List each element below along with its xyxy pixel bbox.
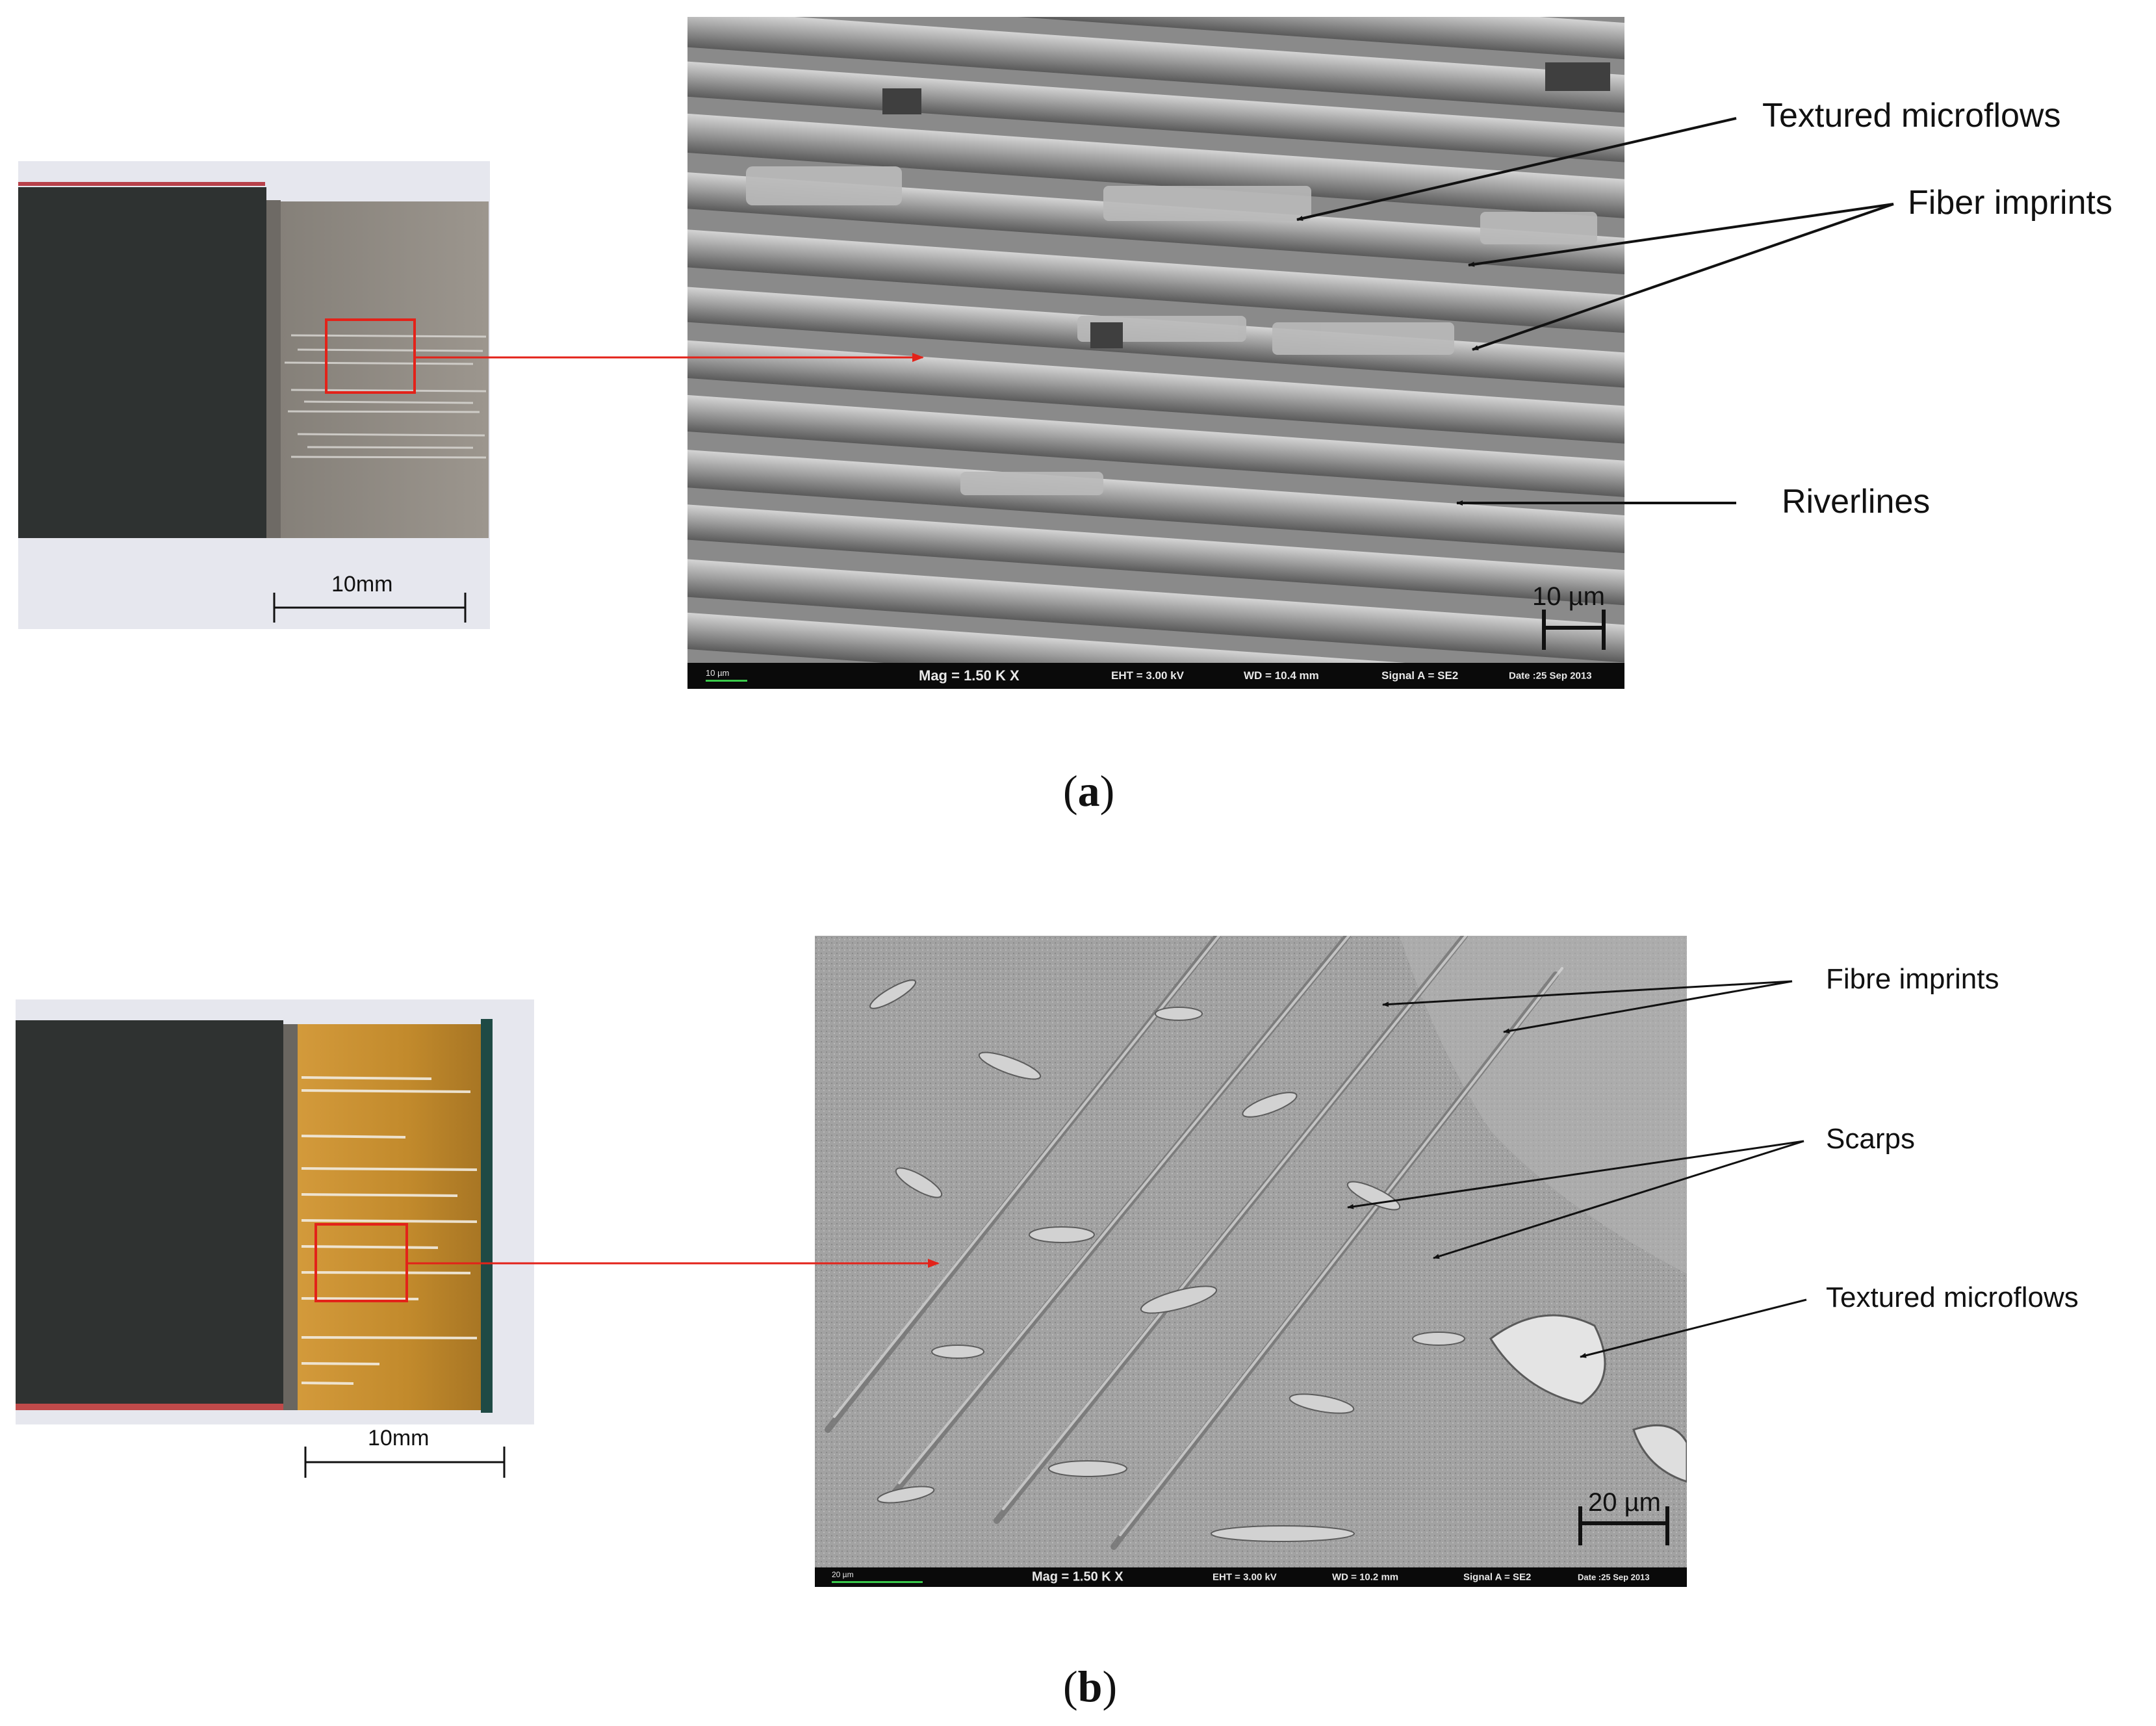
arrow-fibre-imprints-b-1 bbox=[1382, 980, 1793, 1007]
sem-micro-scale-line-a bbox=[706, 680, 747, 682]
sem-wd-b: WD = 10.2 mm bbox=[1332, 1571, 1399, 1583]
photo-scale-label-a: 10mm bbox=[331, 572, 393, 597]
dark-adherend bbox=[18, 187, 266, 538]
sem-wd-a: WD = 10.4 mm bbox=[1244, 669, 1319, 682]
label-fiber-imprints-a: Fiber imprints bbox=[1908, 184, 2112, 222]
sem-signal-a: Signal A = SE2 bbox=[1381, 669, 1459, 682]
sem-date-a: Date :25 Sep 2013 bbox=[1509, 670, 1592, 682]
specimen-photo-b-drawing bbox=[16, 1019, 493, 1413]
sem-image-b: 20 µm Mag = 1.50 K X EHT = 3.00 kV WD = … bbox=[815, 936, 1687, 1587]
sem-texture-b bbox=[815, 936, 1687, 1567]
label-textured-microflows-a: Textured microflows bbox=[1762, 97, 2061, 135]
label-fibre-imprints-b: Fibre imprints bbox=[1826, 963, 1999, 995]
sem-info-bar-b: 20 µm Mag = 1.50 K X EHT = 3.00 kV WD = … bbox=[815, 1567, 1687, 1587]
fracture-surface bbox=[281, 201, 489, 538]
sem-signal-b: Signal A = SE2 bbox=[1463, 1571, 1532, 1583]
sem-scale-label-b: 20 µm bbox=[1588, 1488, 1661, 1517]
dark-adherend bbox=[16, 1020, 283, 1410]
label-textured-microflows-b: Textured microflows bbox=[1826, 1282, 2079, 1313]
label-scarps-b: Scarps bbox=[1826, 1123, 1915, 1155]
sem-info-bar-a: 10 µm Mag = 1.50 K X EHT = 3.00 kV WD = … bbox=[687, 663, 1624, 689]
specimen-photo-a bbox=[18, 161, 490, 629]
region-highlight-box-a bbox=[325, 318, 416, 394]
caption-b: (b) bbox=[1063, 1662, 1118, 1711]
sem-mag-a: Mag = 1.50 K X bbox=[919, 667, 1020, 684]
caption-a: (a) bbox=[1063, 766, 1115, 816]
sem-micro-scale-a: 10 µm bbox=[706, 668, 730, 678]
arrow-fibre-imprints-b-2 bbox=[1503, 980, 1793, 1034]
specimen-photo-a-drawing bbox=[18, 182, 489, 538]
sem-eht-a: EHT = 3.00 kV bbox=[1111, 669, 1184, 682]
sem-image-a: 10 µm Mag = 1.50 K X EHT = 3.00 kV WD = … bbox=[687, 17, 1624, 689]
sem-micro-scale-b: 20 µm bbox=[832, 1569, 854, 1579]
arrow-textured-microflows-a bbox=[1296, 117, 1737, 221]
specimen-photo-b bbox=[16, 999, 534, 1424]
sem-mag-b: Mag = 1.50 K X bbox=[1032, 1569, 1123, 1584]
sem-date-b: Date :25 Sep 2013 bbox=[1578, 1572, 1650, 1582]
arrow-fiber-imprints-a-2 bbox=[1472, 203, 1894, 351]
sem-scale-label-a: 10 µm bbox=[1532, 582, 1605, 611]
arrow-scarps-b-1 bbox=[1347, 1140, 1804, 1209]
label-riverlines-a: Riverlines bbox=[1782, 483, 1931, 521]
arrow-scarps-b-2 bbox=[1433, 1140, 1804, 1259]
arrow-textured-microflows-b bbox=[1580, 1298, 1807, 1358]
sem-micro-scale-line-b bbox=[832, 1581, 923, 1583]
sem-eht-b: EHT = 3.00 kV bbox=[1213, 1571, 1277, 1583]
arrow-fiber-imprints-a-1 bbox=[1468, 203, 1894, 267]
photo-scale-label-b: 10mm bbox=[368, 1426, 430, 1450]
fracture-surface bbox=[298, 1024, 481, 1410]
